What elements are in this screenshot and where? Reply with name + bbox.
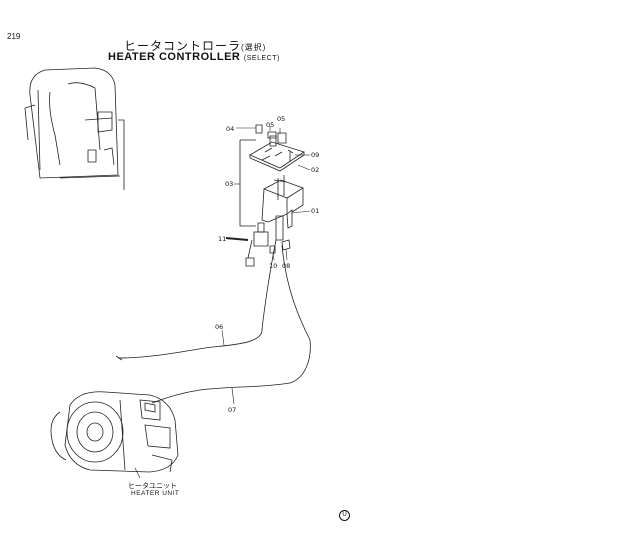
callout-03: 03 [225,180,234,188]
callout-11: 11 [218,235,227,243]
callout-02: 02 [311,166,320,174]
corner-mark: U [339,510,350,521]
title-english: HEATER CONTROLLER (SELECT) [108,51,280,63]
title-japanese: ヒータコントローラ(選択) [124,37,266,54]
title-jp-sub: (選択) [241,43,267,52]
callout-01: 01 [311,207,320,215]
heater-unit-label-en: HEATER UNIT [131,490,180,497]
title-en-sub: (SELECT) [243,55,280,62]
heater-unit-sketch [50,391,179,473]
callout-05a: 05 [266,121,275,129]
callout-09: 09 [311,151,320,159]
title-jp-main: ヒータコントローラ [124,39,242,53]
cab-sketch [24,67,125,190]
callout-10: 10 [269,262,278,270]
callout-04: 04 [226,125,235,133]
callout-07: 07 [228,406,237,414]
page-number: 219 [7,32,21,41]
heater-unit-label-jp: ヒータユニット [128,483,177,490]
callout-05b: 05 [277,115,286,123]
title-en-main: HEATER CONTROLLER [108,51,241,63]
callout-06: 06 [215,323,224,331]
leader-lines [134,126,311,479]
callout-08: 08 [282,262,291,270]
control-cables [115,239,311,404]
bracket-assembly [225,124,305,267]
